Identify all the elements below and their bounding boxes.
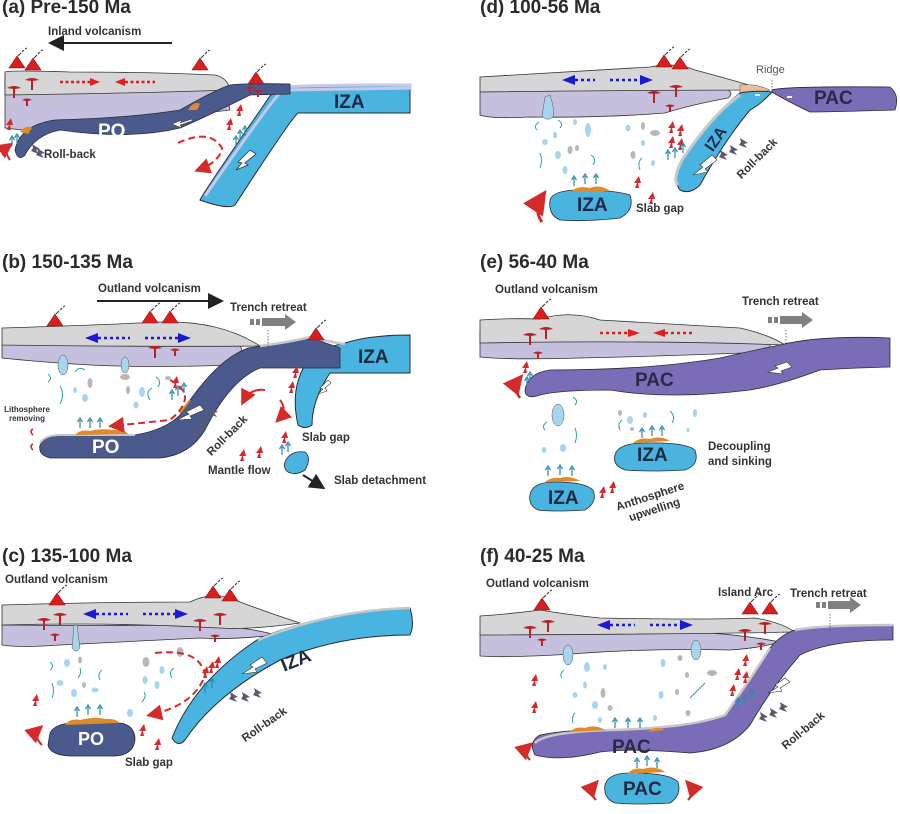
pac-plate <box>524 336 891 398</box>
iza-block-lower <box>529 481 595 512</box>
panel-f-diagram <box>479 589 894 805</box>
trench-retreat-label: Trench retreat <box>742 296 819 308</box>
trench-retreat-label: Trench retreat <box>230 302 307 314</box>
iza-lower-label: IZA <box>548 488 579 509</box>
extension-arrows <box>85 333 191 343</box>
lower-lithosphere <box>479 632 781 658</box>
upper-crust <box>479 64 766 93</box>
extension-arrows <box>597 620 693 630</box>
extension-arrows <box>562 75 653 85</box>
panel-e: (e) 56-40 Ma Outland volcanism Trench re… <box>450 240 900 524</box>
iza-plate-label: IZA <box>358 347 389 368</box>
panel-c: (c) 135-100 Ma Outland volcanism Roll-ba… <box>0 530 450 814</box>
detached-slab <box>284 451 309 474</box>
decoupling-label: Decoupling and sinking <box>708 440 788 470</box>
rollback-label: Roll-back <box>44 149 96 161</box>
pac-plate <box>771 86 898 113</box>
outland-volcanism-label: Outland volcanism <box>5 574 108 586</box>
slab-gap-label: Slab gap <box>302 432 350 444</box>
upper-crust <box>1 595 301 629</box>
po-plate-label: PO <box>92 437 120 458</box>
panel-f: (f) 40-25 Ma Outland volcanism Island Ar… <box>450 530 900 814</box>
mantle-flow-label: Mantle flow <box>208 465 271 477</box>
pac-plate-label: PAC <box>635 370 674 391</box>
decoupling-text: Decoupling and sinking <box>708 441 772 468</box>
panel-a-diagram <box>0 35 412 208</box>
pac-slab-label: PAC <box>612 737 651 758</box>
panel-d: (d) 100-56 Ma Ridge Roll-back Slab gap P… <box>450 0 900 240</box>
upper-crust <box>4 70 231 96</box>
slab-gap-label: Slab gap <box>636 203 684 215</box>
iza-block-label: IZA <box>577 195 608 216</box>
panel-b-title: (b) 150-135 Ma <box>2 252 133 273</box>
slab-detachment-label: Slab detachment <box>334 475 427 487</box>
outland-volcanism-label: Outland volcanism <box>486 578 589 590</box>
panel-f-title: (f) 40-25 Ma <box>480 546 585 567</box>
panel-e-title: (e) 56-40 Ma <box>480 252 589 273</box>
iza-motion-arrow <box>235 149 257 171</box>
pac-plate-label: PAC <box>814 88 853 109</box>
compression-arrows <box>60 78 155 86</box>
lower-lithosphere <box>479 87 732 119</box>
compression-arrows <box>600 329 695 337</box>
panel-d-title: (d) 100-56 Ma <box>480 0 601 18</box>
iza-block-upper <box>614 442 697 472</box>
po-slab <box>14 83 291 158</box>
panel-a-title: (a) Pre-150 Ma <box>2 0 131 18</box>
island-arc-label: Island Arc <box>718 587 774 599</box>
mantle-flow <box>177 135 224 174</box>
panel-e-diagram <box>479 298 891 512</box>
slab-gap-label: Slab gap <box>125 757 173 769</box>
panel-c-title: (c) 135-100 Ma <box>2 546 132 567</box>
iza-upper-label: IZA <box>637 445 668 466</box>
panel-b: (b) 150-135 Ma Outland volcanism Trench … <box>0 240 450 520</box>
pac-block-label: PAC <box>623 779 662 800</box>
extension-arrows <box>83 609 188 619</box>
upper-crust <box>479 314 787 346</box>
iza-plate-label: IZA <box>334 92 365 113</box>
panel-b-diagram <box>1 293 411 490</box>
panel-d-diagram <box>479 46 898 223</box>
po-plate-label: PO <box>98 121 126 142</box>
po-plate-label: PO <box>78 729 105 749</box>
panel-c-diagram <box>1 577 413 757</box>
trench-retreat-label: Trench retreat <box>790 588 867 600</box>
pac-block <box>604 772 680 805</box>
po-slab <box>39 336 341 459</box>
lithosphere-removing-label: Lithosphere removing <box>4 405 50 423</box>
ridge-label: Ridge <box>756 64 785 76</box>
upper-crust <box>1 321 262 347</box>
outland-volcanism-label: Outland volcanism <box>495 284 598 296</box>
po-motion-arrow <box>171 118 193 129</box>
inland-volcanism-label: Inland volcanism <box>48 26 142 38</box>
panel-a: (a) Pre-150 Ma Inland volcanism Roll-bac… <box>0 0 450 240</box>
lower-lithosphere <box>1 624 276 647</box>
outland-volcanism-label: Outland volcanism <box>98 283 201 295</box>
